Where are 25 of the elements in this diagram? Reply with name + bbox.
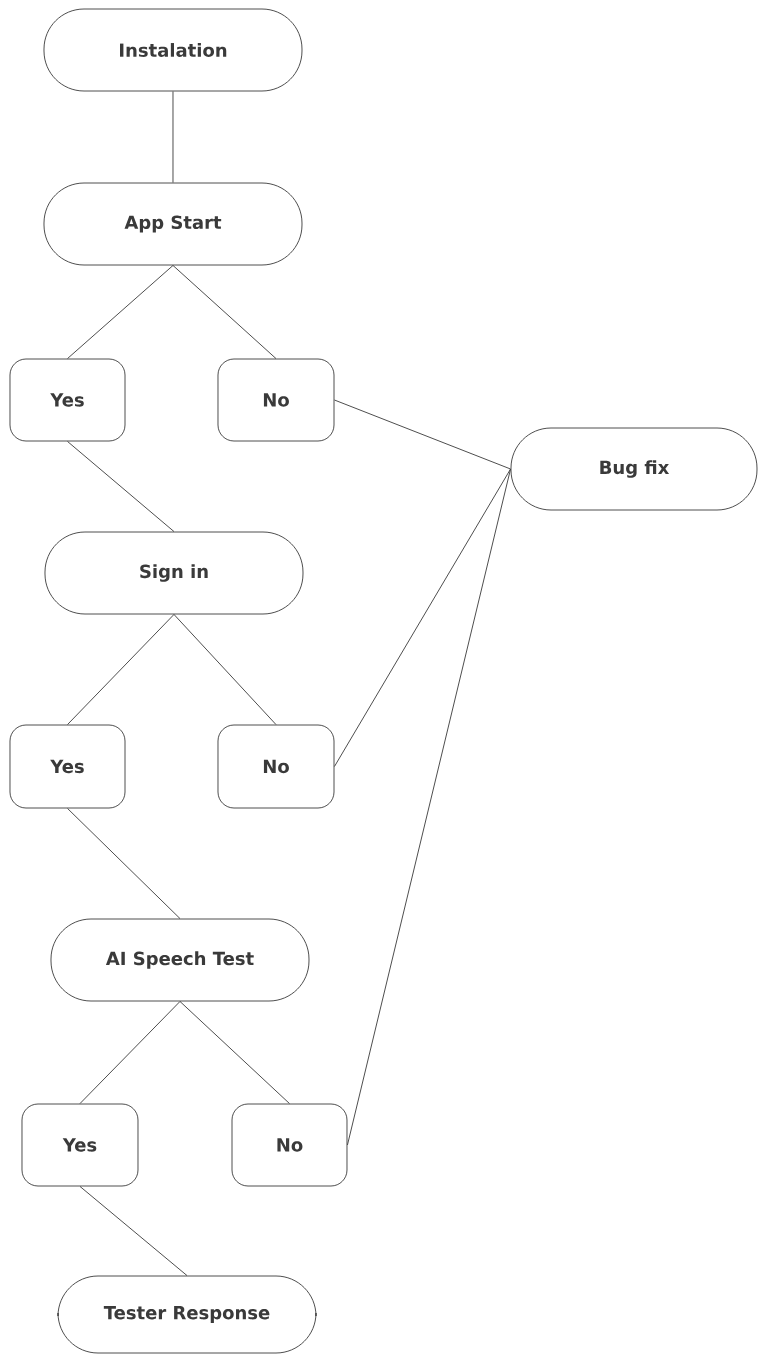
answer-box: No (231, 1103, 348, 1187)
connector-line (173, 614, 277, 725)
connector-line (172, 91, 174, 183)
answer-box: Yes (9, 724, 126, 809)
connector-line (79, 1001, 181, 1104)
answer-box: Yes (9, 358, 126, 442)
terminal-box: Bug fix (510, 427, 758, 511)
answer-box: Yes (21, 1103, 139, 1187)
terminal-box: AI Speech Test (50, 918, 310, 1002)
terminal-box: Instalation (43, 8, 303, 92)
terminal-box: Sign in (44, 531, 304, 615)
connector-line (67, 265, 174, 359)
connector-line (67, 614, 175, 725)
connector-line (334, 468, 511, 767)
connector-line (179, 1001, 290, 1104)
answer-box: No (217, 724, 335, 809)
terminal-box: App Start (43, 182, 303, 266)
terminal-box: Tester Response (57, 1275, 317, 1354)
connector-line (347, 468, 511, 1146)
connector-line (334, 399, 511, 470)
connector-line (67, 441, 175, 532)
connector-line (67, 808, 181, 919)
connector-line (79, 1186, 188, 1276)
answer-box: No (217, 358, 335, 442)
connector-line (172, 265, 277, 359)
